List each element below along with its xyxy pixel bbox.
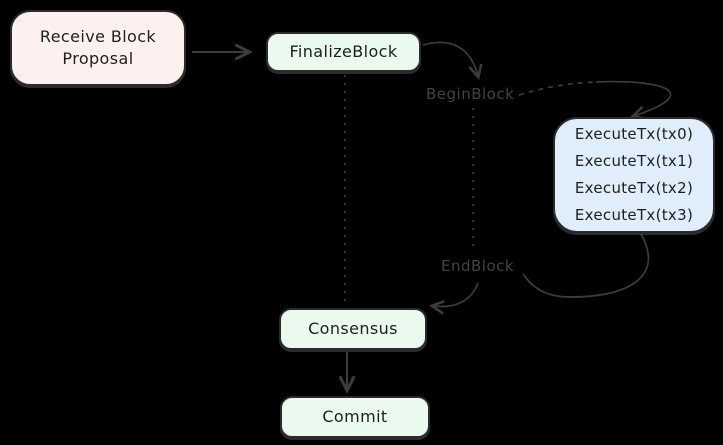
execute-tx-line: ExecuteTx(tx2) — [574, 179, 694, 197]
edge-beginblock-to-execute-dashed — [518, 81, 597, 96]
node-execute-tx-group: ExecuteTx(tx0) ExecuteTx(tx1) ExecuteTx(… — [553, 117, 715, 233]
label-begin-block: BeginBlock — [426, 85, 515, 103]
execute-tx-line: ExecuteTx(tx0) — [574, 125, 694, 143]
edge-finalize-to-beginblock — [422, 41, 478, 76]
node-commit: Commit — [280, 396, 430, 438]
node-receive-block-proposal: Receive Block Proposal — [10, 10, 186, 86]
execute-tx-line: ExecuteTx(tx3) — [574, 206, 694, 224]
edge-endblock-to-consensus — [433, 282, 479, 307]
edge-execute-to-endblock — [522, 233, 650, 298]
node-commit-label: Commit — [322, 407, 388, 427]
label-end-block: EndBlock — [441, 257, 515, 275]
node-finalize-block: FinalizeBlock — [266, 32, 421, 72]
execute-tx-line: ExecuteTx(tx1) — [574, 152, 694, 170]
node-finalize-block-label: FinalizeBlock — [289, 42, 398, 62]
edge-beginblock-to-execute-arc — [595, 80, 672, 116]
node-consensus-label: Consensus — [308, 319, 398, 339]
node-receive-block-proposal-label: Receive Block Proposal — [39, 27, 157, 68]
node-consensus: Consensus — [279, 308, 427, 350]
